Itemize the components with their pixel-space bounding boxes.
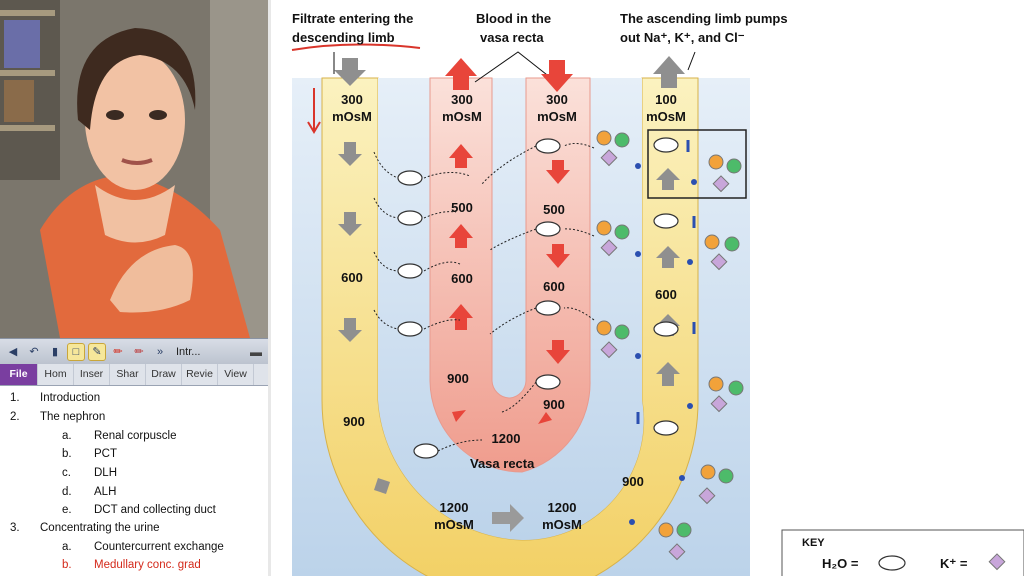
tab-review[interactable]: Revie: [182, 364, 218, 385]
back-icon[interactable]: ◀: [8, 346, 18, 358]
undo-icon[interactable]: ↶: [29, 346, 39, 358]
full-page-icon[interactable]: □: [67, 342, 85, 361]
key-k-label: K⁺ =: [940, 556, 968, 571]
blood-label-line1: Blood in the: [476, 11, 551, 26]
vasa-recta: [429, 77, 591, 473]
tab-file[interactable]: File: [0, 364, 38, 385]
outline-item: d.ALH: [62, 486, 117, 498]
key-k-icon: [988, 553, 1006, 571]
transport-inset-box: [647, 129, 747, 199]
bottom-left-1200-unit: mOsM: [434, 517, 474, 532]
up-arrow-ascending: [653, 56, 685, 88]
asc-osm-600: 600: [655, 287, 677, 302]
desc-osm-600: 600: [341, 270, 363, 285]
ascending-label-line2: out Na⁺, K⁺, and Cl⁻: [620, 30, 745, 45]
key-h2o-label: H₂O =: [822, 556, 859, 571]
loop-of-henle-diagram: Filtrate entering the descending limb Bl…: [270, 0, 1024, 576]
descending-flow-arrows: [338, 142, 524, 532]
up-arrow-blood: [445, 58, 477, 90]
dock-icon[interactable]: ▮: [51, 346, 59, 358]
webcam-video: [0, 0, 268, 338]
tab-view[interactable]: View: [218, 364, 254, 385]
water-paths: [373, 142, 595, 452]
outline-item: b.PCT: [62, 448, 117, 460]
tab-draw[interactable]: Draw: [146, 364, 182, 385]
down-arrow-filtrate: [334, 58, 366, 86]
minimize-icon[interactable]: ▬: [250, 344, 262, 359]
vasa-recta-label: Vasa recta: [470, 456, 535, 471]
ion-pumps: [596, 130, 744, 561]
bottom-right-1200: 1200: [548, 500, 577, 515]
filtrate-label-line1: Filtrate entering the: [292, 11, 413, 26]
asc-osm-900: 900: [622, 474, 644, 489]
water-molecules: [397, 137, 679, 459]
key-title: KEY: [802, 537, 825, 549]
window-title: Intr...: [176, 345, 201, 358]
vasa-up-300-unit: mOsM: [442, 109, 482, 124]
desc-osm-300-unit: mOsM: [332, 109, 372, 124]
outline-item: 2.The nephron: [10, 411, 106, 423]
asc-osm-100: 100: [655, 92, 677, 107]
vasa-down-300-unit: mOsM: [537, 109, 577, 124]
desc-osm-300: 300: [341, 92, 363, 107]
bottom-left-1200: 1200: [440, 500, 469, 515]
tab-insert[interactable]: Inser: [74, 364, 110, 385]
asc-osm-100-unit: mOsM: [646, 109, 686, 124]
vasa-up-600: 600: [451, 271, 473, 286]
ribbon-tabs: File Hom Inser Shar Draw Revie View: [0, 364, 268, 386]
vasa-up-900: 900: [447, 371, 469, 386]
key-legend: KEY H₂O = K⁺ =: [781, 529, 1024, 576]
more-icon[interactable]: »: [156, 345, 164, 358]
panel-divider: [268, 0, 271, 576]
outline-item: a.Renal corpuscle: [62, 430, 177, 442]
marker-dark-icon[interactable]: ✏: [134, 346, 144, 358]
pen-icon[interactable]: ✎: [88, 342, 106, 361]
marker-red-icon[interactable]: ✏: [113, 346, 123, 358]
vasa-down-500: 500: [543, 202, 565, 217]
desc-osm-900: 900: [343, 414, 365, 429]
outline-item: b.Medullary conc. grad: [62, 559, 201, 571]
vasa-up-300: 300: [451, 92, 473, 107]
quick-access-toolbar: ◀ ↶ ▮ □ ✎ ✏ ✏ » Intr... ▬: [0, 338, 268, 364]
outline-item: e.DCT and collecting duct: [62, 504, 216, 516]
down-arrow-blood: [541, 60, 573, 92]
bottom-right-1200-unit: mOsM: [542, 517, 582, 532]
vasa-down-300: 300: [546, 92, 568, 107]
outline-item: 1.Introduction: [10, 392, 101, 404]
ascending-label-line1: The ascending limb pumps: [620, 11, 788, 26]
blood-label-line2: vasa recta: [480, 30, 544, 45]
vasa-bottom-1200: 1200: [492, 431, 521, 446]
tab-share[interactable]: Shar: [110, 364, 146, 385]
outline-item: a.Countercurrent exchange: [62, 541, 224, 553]
vasa-down-900: 900: [543, 397, 565, 412]
note-outline[interactable]: 1.Introduction 2.The nephron a.Renal cor…: [0, 386, 268, 576]
outline-item: 3.Concentrating the urine: [10, 522, 160, 534]
vasa-up-500: 500: [451, 200, 473, 215]
vasa-down-600: 600: [543, 279, 565, 294]
vasa-flow-arrows: [449, 144, 570, 424]
key-h2o-icon: [878, 555, 906, 571]
outline-item: c.DLH: [62, 467, 118, 479]
filtrate-label-line2: descending limb: [292, 30, 395, 45]
tab-home[interactable]: Hom: [38, 364, 74, 385]
